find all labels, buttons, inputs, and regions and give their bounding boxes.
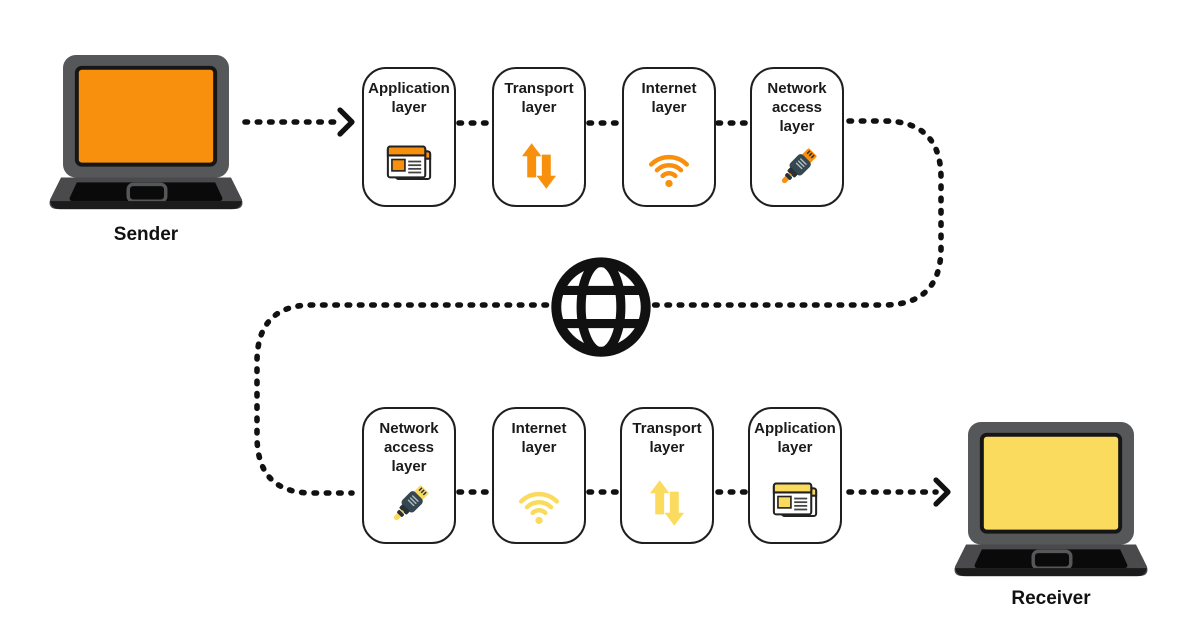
wifi-icon (643, 140, 695, 192)
globe-icon (548, 254, 654, 360)
layer-label: Network access layer (767, 80, 827, 135)
ethernet-plug-icon (385, 481, 433, 529)
sender-internet-layer-box: Internet layer (622, 67, 716, 207)
arrowhead-to-receiver (933, 477, 951, 507)
layer-label: Network access layer (379, 420, 439, 475)
receiver-transport-layer-box: Transport layer (620, 407, 714, 544)
layer-label: Transport layer (504, 80, 574, 116)
sender-label: Sender (113, 224, 179, 245)
browser-icon (383, 140, 435, 192)
arrowhead-to-stack (337, 107, 355, 137)
wifi-icon (513, 477, 565, 529)
layer-label: Application layer (754, 420, 836, 456)
receiver-label: Receiver (1011, 588, 1091, 609)
sender-application-layer-box: Application layer (362, 67, 456, 207)
receiver-application-layer-box: Application layer (748, 407, 842, 544)
receiver-laptop-icon (952, 420, 1150, 583)
arrows-up-down-icon (641, 477, 693, 529)
ethernet-plug-icon (773, 144, 821, 192)
sender-laptop-icon (47, 53, 245, 216)
browser-icon (769, 477, 821, 529)
receiver-network-access-layer-box: Network access layer (362, 407, 456, 544)
sender-network-access-layer-box: Network access layer (750, 67, 844, 207)
layer-label: Application layer (368, 80, 450, 116)
receiver-internet-layer-box: Internet layer (492, 407, 586, 544)
layer-label: Internet layer (641, 80, 697, 116)
layer-label: Transport layer (632, 420, 702, 456)
arrows-up-down-icon (513, 140, 565, 192)
sender-transport-layer-box: Transport layer (492, 67, 586, 207)
layer-label: Internet layer (511, 420, 567, 456)
